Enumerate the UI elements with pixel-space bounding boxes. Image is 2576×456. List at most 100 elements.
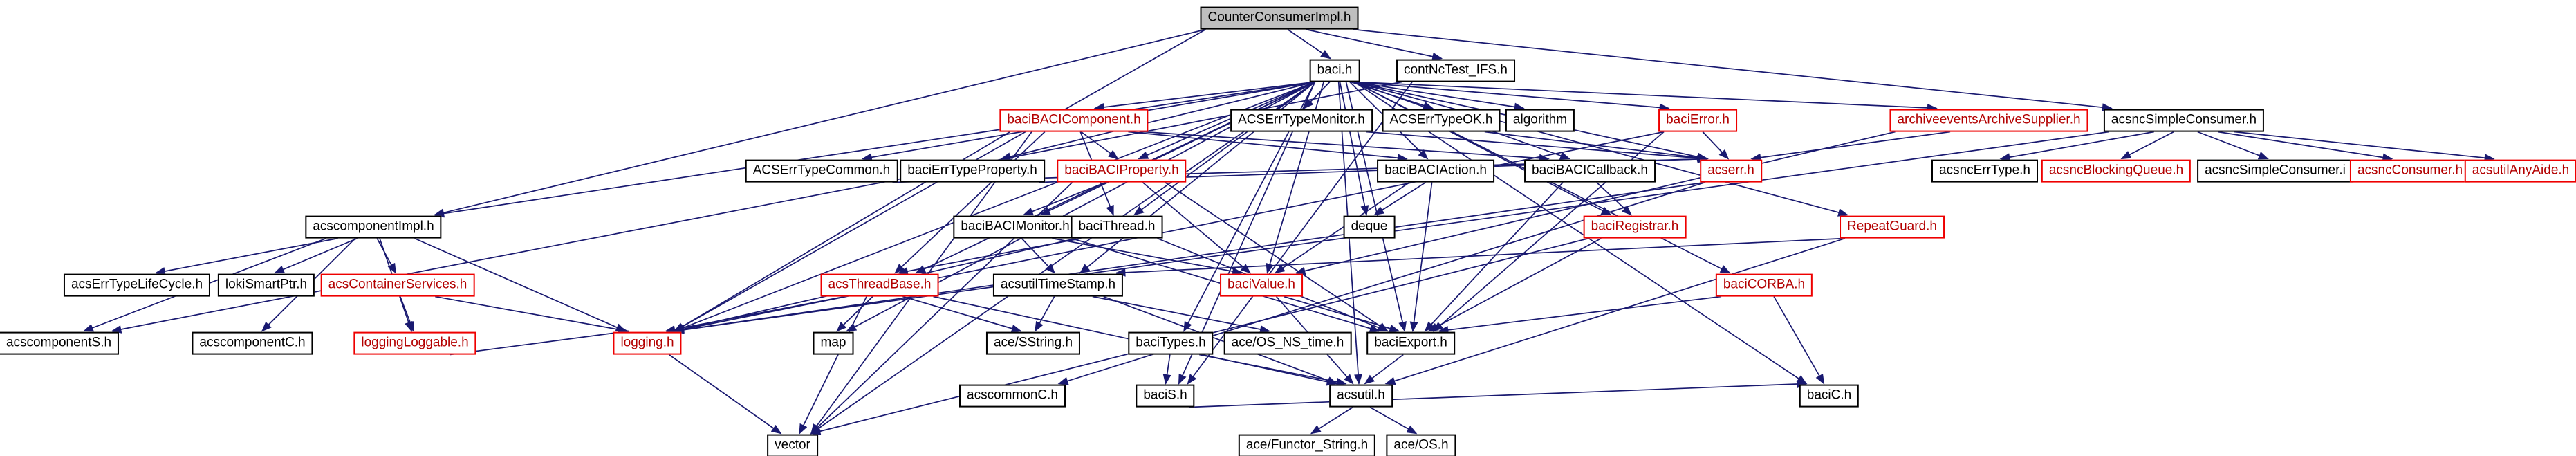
edge-acsContainerServices_h-to-logging_h <box>434 295 629 334</box>
node-acscommonC_h[interactable]: acscommonC.h <box>959 384 1066 408</box>
edge-acserr_h-to-logging_h <box>674 181 1706 334</box>
edge-baciTypes_h-to-acsutil_h <box>1199 354 1347 386</box>
edge-acsutil_h-to-ace_Functor_String_h <box>1310 406 1353 435</box>
edge-baciBACIMonitor_h-to-baciValue_h <box>1052 237 1243 275</box>
node-ace_OS_NS_time_h[interactable]: ace/OS_NS_time.h <box>1223 331 1352 355</box>
edge-baci_h-to-baciBACIProperty_h <box>1138 81 1315 160</box>
edge-acsncSimpleConsumer_h-to-acsncConsumer_h <box>2217 131 2393 162</box>
edge-baci_h-to-baciError_h <box>1354 81 1670 112</box>
node-acsErrTypeLifeCycle_h[interactable]: acsErrTypeLifeCycle.h <box>63 273 211 297</box>
node-acscomponentS_h[interactable]: acscomponentS.h <box>0 331 120 355</box>
edge-acsncSimpleConsumer_h-to-acsutilAnyAide_h <box>2234 131 2495 163</box>
edge-acsncSimpleConsumer_h-to-acsncBlockingQueue_h <box>2120 131 2174 160</box>
edge-CounterConsumerImpl_h-to-acscomponentImpl_h <box>434 28 1206 217</box>
edge-baci_h-to-baciErrTypeProperty_h <box>1000 81 1315 161</box>
node-logging_h[interactable]: logging.h <box>613 331 682 355</box>
node-acscomponentC_h[interactable]: acscomponentC.h <box>192 331 313 355</box>
node-acsutil_h[interactable]: acsutil.h <box>1329 384 1393 408</box>
edge-baciBACIProperty_h-to-baciValue_h <box>1142 181 1251 274</box>
node-acsncSimpleConsumer_i[interactable]: acsncSimpleConsumer.i <box>2197 159 2353 183</box>
node-baciCORBA_h[interactable]: baciCORBA.h <box>1715 273 1813 297</box>
node-acserr_h[interactable]: acserr.h <box>1700 159 1762 183</box>
edge-acscomponentImpl_h-to-logging_h <box>414 237 627 332</box>
edge-archiveeventsArchiveSupplier_h-to-baciValue_h <box>1295 131 1896 275</box>
node-RepeatGuard_h[interactable]: RepeatGuard.h <box>1840 215 1945 239</box>
edge-baciBACICallback_h-to-baciExport_h <box>1424 181 1564 332</box>
edge-baci_h-to-acscomponentImpl_h <box>434 81 1315 218</box>
node-acsutilAnyAide_h[interactable]: acsutilAnyAide.h <box>2464 159 2576 183</box>
node-acsThreadBase_h[interactable]: acsThreadBase.h <box>820 273 939 297</box>
node-algorithm[interactable]: algorithm <box>1505 109 1575 132</box>
node-baciS_h[interactable]: baciS.h <box>1136 384 1195 408</box>
edge-baciCORBA_h-to-baciC_h <box>1773 296 1825 385</box>
node-deque[interactable]: deque <box>1343 215 1396 239</box>
node-baciTypes_h[interactable]: baciTypes.h <box>1128 331 1214 355</box>
edge-baciBACIAction_h-to-deque <box>1373 181 1427 216</box>
edge-baciTypes_h-to-baciS_h <box>1162 354 1171 385</box>
edge-CounterConsumerImpl_h-to-contNcTest_IFS_h <box>1306 28 1443 61</box>
node-baci_h[interactable]: baci.h <box>1309 59 1360 82</box>
node-acsncErrType_h[interactable]: acsncErrType.h <box>1931 159 2038 183</box>
node-ACSErrTypeOK_h[interactable]: ACSErrTypeOK.h <box>1382 109 1501 132</box>
edge-acsutilTimeStamp_h-to-acsutil_h <box>1103 295 1338 385</box>
edge-baciBACIComponent_h-to-baciBACIAction_h <box>1128 131 1408 163</box>
edge-baciBACIComponent_h-to-baciBACIProperty_h <box>1080 131 1119 160</box>
node-baciBACICallback_h[interactable]: baciBACICallback.h <box>1524 159 1656 183</box>
node-baciExport_h[interactable]: baciExport.h <box>1366 331 1455 355</box>
node-ACSErrTypeCommon_h[interactable]: ACSErrTypeCommon.h <box>745 159 898 183</box>
node-baciValue_h[interactable]: baciValue.h <box>1220 273 1303 297</box>
edge-baciBACIAction_h-to-baciValue_h <box>1274 181 1410 274</box>
node-baciErrTypeProperty_h[interactable]: baciErrTypeProperty.h <box>900 159 1045 183</box>
edge-baciError_h-to-acserr_h <box>1702 131 1730 160</box>
edge-baciBACIMonitor_h-to-acsutilTimeStamp_h <box>1021 237 1056 274</box>
edge-baciValue_h-to-baciExport_h <box>1284 295 1400 333</box>
edge-baciBACIProperty_h-to-baciExport_h <box>1165 181 1389 332</box>
node-acsContainerServices_h[interactable]: acsContainerServices.h <box>320 273 475 297</box>
node-archiveeventsArchiveSupplier_h[interactable]: archiveeventsArchiveSupplier.h <box>1889 109 2088 132</box>
edge-acsncSimpleConsumer_h-to-acsncErrType_h <box>1999 131 2154 162</box>
edge-baci_h-to-ACSErrTypeMonitor_h <box>1303 81 1331 109</box>
edge-acsutilTimeStamp_h-to-ace_OS_NS_time_h <box>1092 295 1270 334</box>
edge-baci_h-to-archiveeventsArchiveSupplier_h <box>1354 81 1938 112</box>
node-baciBACIAction_h[interactable]: baciBACIAction.h <box>1377 159 1494 183</box>
edge-baci_h-to-RepeatGuard_h <box>1354 81 1848 217</box>
edge-acsutilTimeStamp_h-to-ace_SString_h <box>1035 296 1055 332</box>
edge-loggingLoggable_h-to-logging_h <box>450 328 630 356</box>
edge-acsThreadBase_h-to-map <box>836 295 873 332</box>
node-acscomponentImpl_h[interactable]: acscomponentImpl.h <box>305 215 442 239</box>
node-baciBACIMonitor_h[interactable]: baciBACIMonitor.h <box>953 215 1077 239</box>
node-baciError_h[interactable]: baciError.h <box>1658 109 1737 132</box>
edge-baciCORBA_h-to-baciExport_h <box>1438 295 1722 334</box>
edge-baci_h-to-baciC_h <box>1354 81 1808 385</box>
edge-baci_h-to-baciBACIComponent_h <box>1093 81 1315 111</box>
edge-acsThreadBase_h-to-vector <box>799 296 867 435</box>
edge-baciS_h-to-baciC_h <box>1189 380 1808 408</box>
node-acsncSimpleConsumer_h[interactable]: acsncSimpleConsumer.h <box>2103 109 2265 132</box>
node-ace_OS_h[interactable]: ace/OS.h <box>1386 434 1456 456</box>
edge-archiveeventsArchiveSupplier_h-to-acserr_h <box>1750 131 1951 162</box>
node-baciC_h[interactable]: baciC.h <box>1799 384 1860 408</box>
node-lokiSmartPtr_h[interactable]: lokiSmartPtr.h <box>217 273 315 297</box>
node-acsutilTimeStamp_h[interactable]: acsutilTimeStamp.h <box>992 273 1124 297</box>
node-baciBACIProperty_h[interactable]: baciBACIProperty.h <box>1057 159 1187 183</box>
node-contNcTest_IFS_h[interactable]: contNcTest_IFS.h <box>1396 59 1515 82</box>
node-acsncConsumer_h[interactable]: acsncConsumer.h <box>2349 159 2471 183</box>
edge-baciBACIComponent_h-to-acsThreadBase_h <box>894 131 1046 274</box>
node-ace_SString_h[interactable]: ace/SString.h <box>985 331 1081 355</box>
node-vector[interactable]: vector <box>767 434 818 456</box>
node-loggingLoggable_h[interactable]: loggingLoggable.h <box>353 331 476 355</box>
edge-logging_h-to-vector <box>669 354 782 435</box>
node-baciRegistrar_h[interactable]: baciRegistrar.h <box>1583 215 1687 239</box>
edge-baci_h-to-logging_h <box>674 81 1315 332</box>
edge-acsutil_h-to-ace_OS_h <box>1369 406 1418 435</box>
node-ace_Functor_String_h[interactable]: ace/Functor_String.h <box>1238 434 1376 456</box>
edge-baciBACICallback_h-to-baciRegistrar_h <box>1596 181 1632 216</box>
node-baciThread_h[interactable]: baciThread.h <box>1071 215 1163 239</box>
edge-baci_h-to-algorithm <box>1354 81 1525 111</box>
edge-acscomponentImpl_h-to-acsContainerServices_h <box>376 238 396 274</box>
node-acsncBlockingQueue_h[interactable]: acsncBlockingQueue.h <box>2041 159 2192 183</box>
node-map[interactable]: map <box>813 331 854 355</box>
node-ACSErrTypeMonitor_h[interactable]: ACSErrTypeMonitor.h <box>1230 109 1373 132</box>
node-baciBACIComponent_h[interactable]: baciBACIComponent.h <box>999 109 1149 132</box>
